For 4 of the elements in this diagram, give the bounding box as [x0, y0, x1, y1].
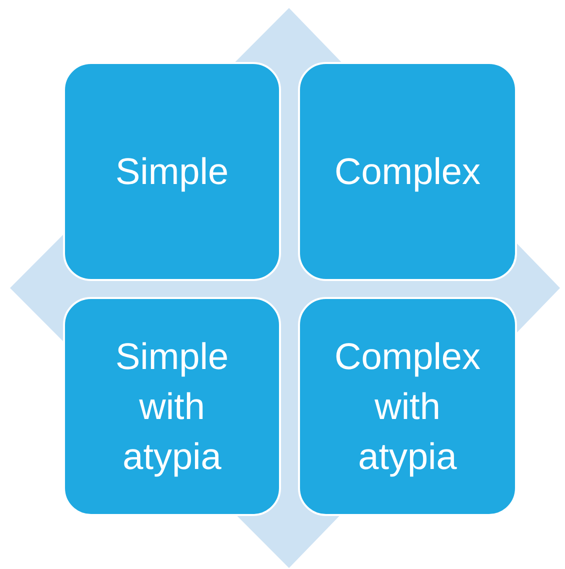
box-label: Simple	[114, 150, 230, 194]
box-label: Simple with atypia	[114, 334, 230, 479]
box-label: Complex	[334, 150, 482, 194]
box-label: Complex with atypia	[334, 334, 482, 479]
